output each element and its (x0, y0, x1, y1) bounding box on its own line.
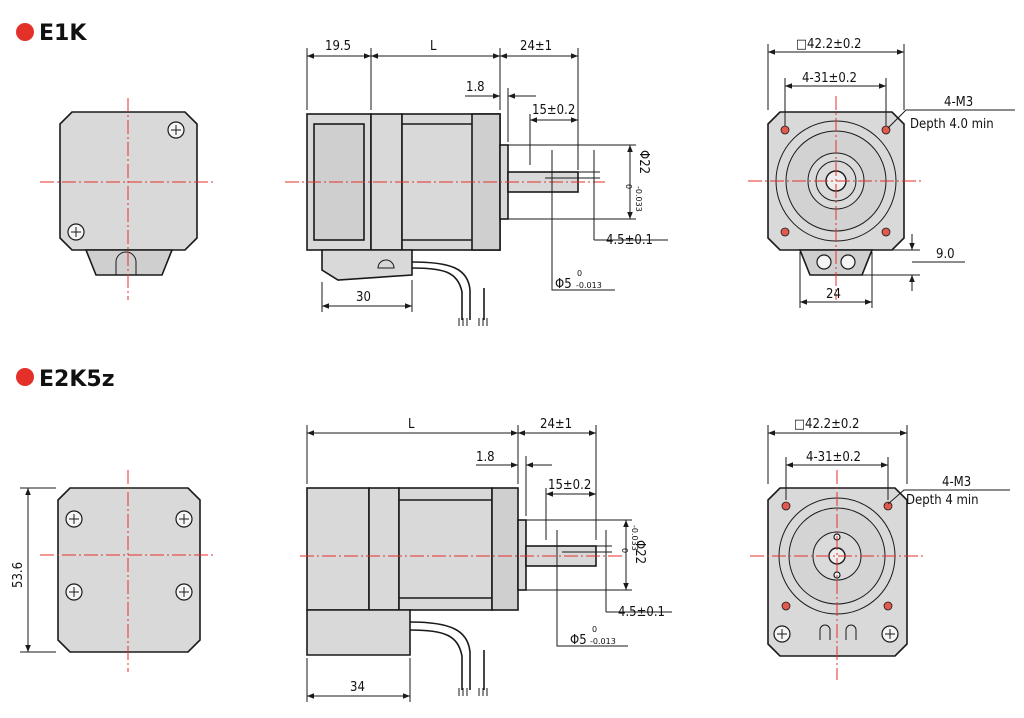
dim-bracket-len: 34 (350, 680, 365, 695)
dim-square: □42.2±0.2 (794, 417, 859, 432)
svg-text:0: 0 (592, 625, 597, 634)
dim-height: 53.6 (11, 562, 26, 588)
dim-flat-depth: 4.5±0.1 (618, 605, 665, 620)
model-title: E1K (39, 21, 87, 46)
dim-bracket-w: 24 (826, 287, 841, 302)
screw-icon (65, 583, 83, 601)
rear-view-e2k5z: 53.6 (11, 470, 215, 672)
screw-icon (175, 583, 193, 601)
dim-boss-dia: Φ22 (636, 150, 651, 174)
dim-thread: 4-M3 (942, 475, 971, 490)
dim-length: L (430, 39, 437, 54)
dim-flange-thk: 1.8 (476, 450, 495, 465)
svg-text:0: 0 (620, 548, 629, 553)
dim-bracket-len: 30 (356, 290, 371, 305)
dim-square: □42.2±0.2 (796, 37, 861, 52)
screw-icon (167, 121, 185, 139)
svg-text:-0.033: -0.033 (630, 525, 639, 551)
front-view-e1k: □42.2±0.2 4-31±0.2 4-M3 Depth 4.0 min 9.… (748, 37, 1015, 308)
dim-thread-depth: Depth 4 min (906, 493, 979, 508)
mount-hole-icon (780, 125, 790, 135)
screw-icon (67, 223, 85, 241)
rear-view-e1k (40, 98, 215, 300)
screw-icon (65, 510, 83, 528)
mount-hole-icon (781, 501, 791, 511)
side-view-e1k: 19.5 L 24±1 1.8 15±0.2 Φ22 0 -0.033 4.5±… (285, 39, 668, 326)
section-e1k: E1K (16, 21, 1015, 326)
front-view-e2k5z: □42.2±0.2 4-31±0.2 4-M3 Depth 4 min (750, 417, 1010, 680)
mount-hole-icon (883, 601, 893, 611)
mount-hole-icon (781, 601, 791, 611)
dim-shaft-ext: 24±1 (520, 39, 552, 54)
svg-text:-0.013: -0.013 (590, 637, 616, 646)
dim-flange-thk: 1.8 (466, 80, 485, 95)
svg-text:-0.033: -0.033 (634, 186, 643, 212)
dim-shaft-dia: Φ5 (555, 277, 572, 292)
mount-hole-icon (883, 501, 893, 511)
screw-icon (175, 510, 193, 528)
dim-thread: 4-M3 (944, 95, 973, 110)
dim-bracket-h: 9.0 (936, 247, 955, 262)
mount-hole-icon (780, 227, 790, 237)
mount-hole-icon (881, 227, 891, 237)
svg-text:0: 0 (577, 269, 582, 278)
dim-boss-dia: Φ22 (632, 540, 647, 564)
dim-shaft-ext: 24±1 (540, 417, 572, 432)
svg-text:-0.013: -0.013 (576, 281, 602, 290)
dim-flat-depth: 4.5±0.1 (606, 233, 653, 248)
dim-hole-spacing: 4-31±0.2 (806, 450, 861, 465)
side-view-e2k5z: L 24±1 1.8 15±0.2 Φ22 0 -0.033 4.5±0.1 Φ… (300, 417, 672, 702)
screw-icon (773, 625, 791, 643)
screw-icon (881, 625, 899, 643)
dim-length: L (408, 417, 415, 432)
dim-flat-len: 15±0.2 (532, 103, 575, 118)
dim-hole-spacing: 4-31±0.2 (802, 71, 857, 86)
dim-flat-len: 15±0.2 (548, 478, 591, 493)
dim-shaft-dia: Φ5 (570, 633, 587, 648)
dim-rear: 19.5 (325, 39, 351, 54)
model-bullet (16, 23, 34, 41)
section-e2k5z: E2K5z 53.6 (11, 367, 1010, 702)
dim-thread-depth: Depth 4.0 min (910, 117, 994, 132)
model-bullet (16, 368, 34, 386)
model-title: E2K5z (39, 367, 115, 392)
svg-text:0: 0 (624, 184, 633, 189)
